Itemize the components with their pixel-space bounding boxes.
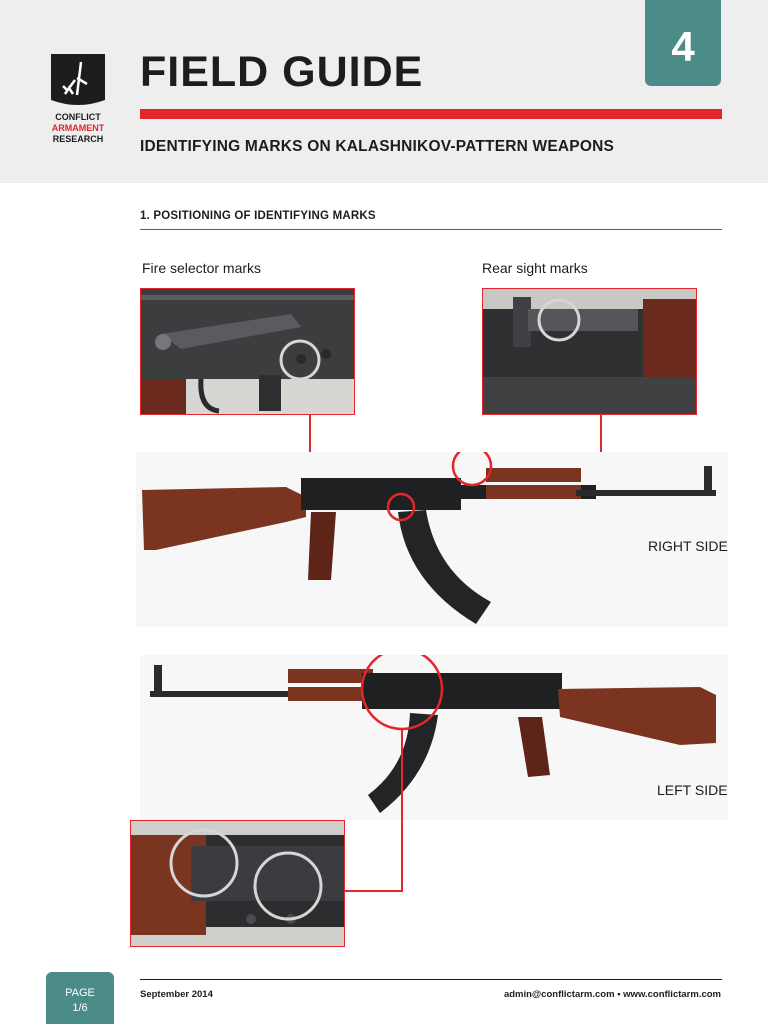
page-title: FIELD GUIDE	[140, 48, 424, 96]
footer-contact: admin@conflictarm.com • www.conflictarm.…	[503, 989, 721, 1000]
page-indicator: PAGE 1/6	[46, 972, 114, 1024]
left-side-label: LEFT SIDE	[657, 782, 728, 798]
section-heading: 1. POSITIONING OF IDENTIFYING MARKS	[140, 210, 376, 222]
section-rule	[140, 229, 722, 230]
footer-rule	[140, 979, 722, 980]
chapter-tab: 4	[645, 0, 721, 86]
page-number: 1/6	[72, 1002, 88, 1014]
svg-text:CONFLICT: CONFLICT	[55, 112, 101, 122]
left-side-connector	[401, 730, 403, 892]
header-band	[0, 0, 768, 183]
fire-selector-closeup-photo	[140, 288, 355, 415]
rear-sight-connector	[600, 414, 602, 466]
rear-sight-closeup-photo	[482, 288, 697, 415]
rifle-right-side-photo	[136, 452, 728, 627]
right-side-label: RIGHT SIDE	[648, 538, 728, 554]
receiver-markings-closeup-photo	[130, 820, 345, 947]
title-underline-bar	[140, 109, 722, 119]
chapter-number: 4	[671, 23, 695, 70]
rifle-left-side-photo	[140, 655, 728, 820]
conflict-armament-research-logo: CONFLICT ARMAMENT RESEARCH	[51, 54, 105, 144]
page-label: PAGE	[65, 987, 95, 999]
page-subtitle: IDENTIFYING MARKS ON KALASHNIKOV-PATTERN…	[140, 138, 615, 155]
fire-selector-label: Fire selector marks	[142, 260, 262, 276]
svg-text:RESEARCH: RESEARCH	[53, 134, 104, 144]
left-side-connector-horizontal	[344, 890, 403, 892]
footer-date: September 2014	[140, 989, 213, 1000]
rear-sight-label: Rear sight marks	[482, 260, 588, 276]
svg-text:ARMAMENT: ARMAMENT	[52, 123, 105, 133]
rifle-silhouette-icon	[62, 61, 88, 96]
